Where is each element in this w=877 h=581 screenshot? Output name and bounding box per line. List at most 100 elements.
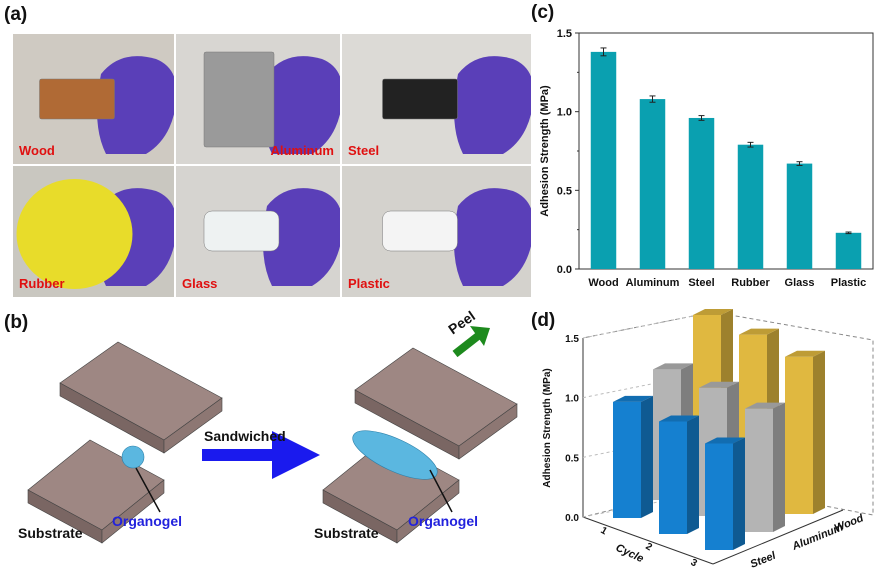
bar-front — [745, 408, 773, 532]
bar-top — [693, 309, 733, 316]
substrate-label-right: Substrate — [314, 525, 379, 541]
z-tick-label: 1.5 — [565, 334, 579, 345]
bar-top — [739, 328, 779, 335]
bar3d-steel-cycle-2 — [659, 415, 699, 534]
peel-arrow — [452, 332, 481, 358]
gridline — [582, 311, 714, 339]
panel-label-c: (c) — [531, 2, 555, 23]
x-tick-label: Glass — [785, 277, 815, 289]
plot-frame — [578, 32, 874, 270]
bar-top — [699, 381, 739, 388]
bar-front — [705, 443, 733, 550]
peel-arrowhead — [470, 326, 490, 346]
photo-caption: Aluminum — [270, 143, 334, 158]
bar-side — [813, 350, 825, 514]
pointer-line — [429, 469, 453, 513]
x-tick-label: Aluminum — [626, 277, 680, 289]
bar-top — [745, 402, 785, 409]
bar-top — [613, 395, 653, 402]
material-tick-label: Wood — [833, 512, 866, 535]
y-tick-label: 0.0 — [557, 264, 572, 276]
photo-wood: Wood — [12, 33, 175, 165]
lower-substrate-front — [101, 479, 165, 544]
panel-label-b: (b) — [4, 312, 29, 333]
glove-icon — [263, 56, 340, 154]
glove-icon — [454, 188, 531, 286]
object-shape — [203, 51, 275, 148]
bar-top — [785, 350, 825, 357]
substrate-label-left: Substrate — [18, 525, 83, 541]
bar-front — [785, 356, 813, 514]
bar3d-wood-cycle-3 — [785, 350, 825, 514]
organogel-label-right: Organogel — [408, 513, 478, 529]
photo-illustration — [39, 56, 174, 154]
object-shape — [39, 78, 115, 120]
bar-glass — [786, 163, 813, 269]
z-tick-label: 1.0 — [565, 394, 579, 405]
y-tick-label: 1.5 — [557, 28, 572, 40]
cycle-axis — [582, 516, 714, 565]
bar-front — [613, 401, 641, 518]
z-tick-label: 0.5 — [565, 453, 579, 464]
bar-side — [687, 415, 699, 534]
pointer-line — [135, 467, 161, 513]
material-axis — [712, 509, 844, 565]
photo-glass: Glass — [175, 165, 341, 298]
upper-substrate-front — [163, 397, 223, 454]
x-tick-label: Rubber — [731, 277, 770, 289]
photo-illustration — [16, 179, 174, 289]
sandwiched-label: Sandwiched — [204, 428, 286, 444]
glove-icon — [263, 188, 340, 286]
photo-plastic: Plastic — [341, 165, 532, 298]
photo-illustration — [203, 51, 340, 154]
upper-substrate-front — [458, 403, 518, 460]
x-tick-label: Plastic — [831, 277, 866, 289]
glove-icon — [97, 56, 174, 154]
bar-steel — [688, 117, 715, 270]
photo-caption: Rubber — [19, 276, 65, 291]
photo-steel: Steel — [341, 33, 532, 165]
photo-caption: Steel — [348, 143, 380, 158]
peel-label: Peel — [445, 308, 478, 338]
cycle-tick-label: 1 — [599, 525, 610, 538]
bar-top — [653, 363, 693, 370]
x-tick-label: Steel — [688, 277, 714, 289]
panel-label-d: (d) — [531, 310, 556, 331]
photo-rubber: Rubber — [12, 165, 175, 298]
cycle-tick-label: 2 — [644, 541, 655, 554]
sandwich-diagram: Sandwiched Peel Substrate Organogel Subs… — [18, 308, 518, 544]
bar-side — [733, 437, 745, 550]
bar-top — [705, 437, 745, 444]
object-shape — [382, 210, 458, 252]
photo-illustration — [382, 188, 531, 286]
y-tick-label: 0.5 — [557, 185, 572, 197]
bar-front — [659, 421, 687, 534]
bar3d-steel-cycle-3 — [705, 437, 745, 550]
y-tick-label: 1.0 — [557, 107, 572, 119]
bar-side — [773, 402, 785, 532]
photo-aluminum: Aluminum — [175, 33, 341, 165]
z-axis-label: Adhesion Strength (MPa) — [542, 368, 553, 487]
organogel-label-left: Organogel — [112, 513, 182, 529]
material-tick-label: Steel — [749, 549, 779, 570]
cycle-tick-label: 3 — [689, 557, 700, 570]
z-tick-label: 0.0 — [565, 513, 579, 524]
object-shape — [382, 78, 458, 120]
y-axis-label: Adhesion Strength (MPa) — [539, 85, 551, 217]
left-assembly — [27, 341, 223, 544]
panel-label-a: (a) — [4, 4, 28, 25]
bar-wood — [590, 51, 617, 269]
organogel-droplet — [121, 445, 145, 469]
photo-caption: Plastic — [348, 276, 390, 291]
cycle-axis-label: Cycle — [614, 542, 646, 565]
object-shape — [16, 179, 133, 289]
bar-plastic — [835, 232, 862, 269]
object-shape — [203, 210, 280, 252]
bar-side — [641, 395, 653, 518]
bar3d-aluminum-cycle-3 — [745, 402, 785, 532]
x-tick-label: Wood — [588, 277, 618, 289]
organogel-film — [352, 430, 438, 480]
